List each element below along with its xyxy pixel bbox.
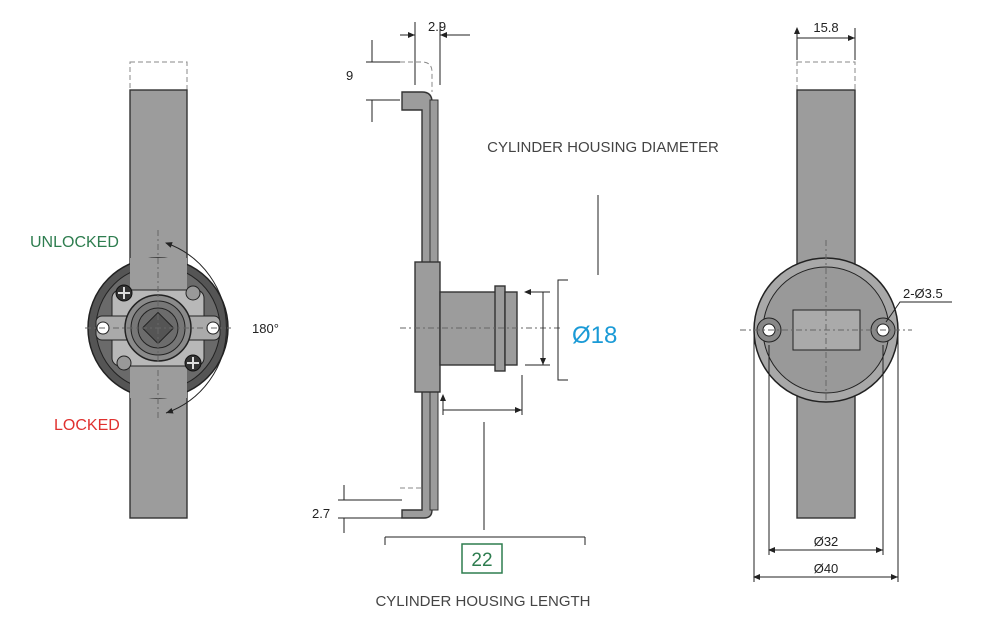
dim-bar-width: 15.8 — [813, 20, 838, 35]
screw-icon — [184, 354, 202, 372]
housing-diameter-label: CYLINDER HOUSING DIAMETER — [487, 139, 719, 156]
rotation-arrow-icon — [165, 242, 227, 414]
rotation-angle-label: 180° — [252, 321, 279, 336]
screw-icon — [115, 284, 133, 302]
unlocked-label: UNLOCKED — [30, 234, 119, 251]
dim-plate-thickness-top: 2.9 — [428, 19, 446, 34]
rear-view: 15.8 2-Ø3.5 Ø32 Ø40 — [740, 20, 952, 582]
dim-housing-diameter: Ø18 — [572, 322, 617, 349]
side-view: 2.9 9 2.7 22 CYLINDER HOUSING LENGTH Ø18… — [312, 19, 719, 610]
dim-housing-length: 22 — [471, 550, 492, 571]
dim-outer-diameter: Ø40 — [814, 561, 839, 576]
dim-offset-top: 9 — [346, 68, 353, 83]
dim-inner-diameter: Ø32 — [814, 534, 839, 549]
dim-plate-thickness-bottom: 2.7 — [312, 506, 330, 521]
dim-holes: 2-Ø3.5 — [903, 286, 943, 301]
housing-length-label: CYLINDER HOUSING LENGTH — [375, 593, 590, 610]
front-view: UNLOCKED LOCKED 180° — [30, 61, 279, 519]
locked-label: LOCKED — [54, 417, 120, 434]
